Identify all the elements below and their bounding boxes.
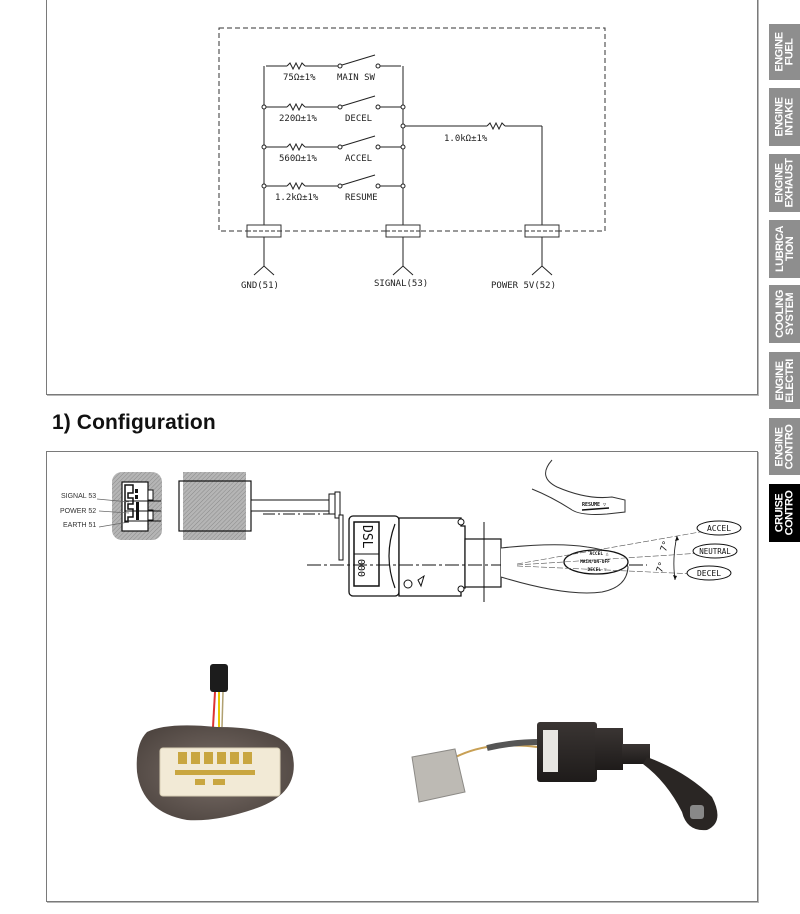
switch-branch: 1.2kΩ±1% RESUME (261, 174, 406, 203)
switch-blade (341, 174, 376, 186)
switch-contact (337, 144, 343, 150)
switch-contact (375, 183, 381, 189)
tab-label: COOLING SYSTEM (773, 290, 796, 338)
terminal-signal: SIGNAL(53) (374, 224, 428, 289)
switch-body-code: 000 (355, 559, 366, 577)
lever-label-decel: DECEL ▽ (588, 567, 607, 573)
angle-label-upper: 7° (659, 540, 672, 554)
junction-node (261, 183, 267, 189)
resistor-value-label: 220Ω±1% (279, 114, 318, 124)
resume-label: RESUME ▽ (582, 502, 606, 508)
switch-contact (375, 144, 381, 150)
tab-label: ENGINE CONTRO (773, 424, 796, 469)
resistor-value-label: 560Ω±1% (279, 154, 318, 164)
tab-label: ENGINE ELECTRI (773, 358, 796, 403)
tab-cooling-system[interactable]: COOLING SYSTEM (769, 285, 800, 343)
switch-contact (337, 183, 343, 189)
switch-contact (337, 104, 343, 110)
pin-label-signal: SIGNAL 53 (61, 493, 96, 500)
switch-assembly-photo (411, 722, 718, 831)
configuration-drawing: SIGNAL 53 POWER 52 EARTH 51 DSL 000 (60, 459, 742, 831)
junction-node (400, 183, 406, 189)
pin-label-power: POWER 52 (60, 508, 96, 515)
switch-branch: 220Ω±1% DECEL (261, 95, 406, 124)
switch-contact (375, 104, 381, 110)
configuration-panel: SIGNAL 53 POWER 52 EARTH 51 DSL 000 (46, 451, 758, 902)
switch-blade (341, 95, 376, 107)
tab-label: LUBRICA TION (773, 226, 796, 272)
tab-engine-fuel[interactable]: ENGINE FUEL (769, 24, 800, 80)
junction-node (400, 144, 406, 150)
lever-drawing (500, 520, 742, 594)
switch-contact (337, 63, 343, 69)
connector-side-view (178, 472, 341, 540)
switch-label: MAIN SW (337, 73, 376, 83)
terminal-gnd: GND(51) (241, 224, 282, 291)
resistor-value-label: 1.2kΩ±1% (275, 193, 319, 203)
pullup-resistor-label: 1.0kΩ±1% (444, 134, 488, 144)
resistor (286, 102, 306, 112)
pin-label-earth: EARTH 51 (63, 522, 96, 529)
resistor (286, 61, 306, 71)
junction-node (400, 104, 406, 110)
schematic-panel: 75Ω±1% MAIN SW 220Ω±1% DECEL 560Ω±1% ACCEL 1.2… (46, 0, 758, 395)
cruise-switch-schematic: 75Ω±1% MAIN SW 220Ω±1% DECEL 560Ω±1% ACCEL 1.2… (218, 27, 606, 291)
tab-engine-control[interactable]: ENGINE CONTRO (769, 418, 800, 475)
tab-label: ENGINE EXHAUST (773, 158, 796, 208)
angle-label-lower: 7° (655, 561, 668, 575)
tab-label: ENGINE INTAKE (773, 97, 796, 137)
switch-branch: 75Ω±1% MAIN SW (266, 54, 401, 83)
resistor (286, 181, 306, 191)
switch-blade (341, 54, 376, 66)
tab-lubrication[interactable]: LUBRICA TION (769, 220, 800, 278)
tab-cruise-control[interactable]: CRUISE CONTRO (769, 484, 800, 542)
position-accel: ACCEL (707, 524, 731, 533)
junction-node (261, 104, 267, 110)
terminal-power: POWER 5V(52) (491, 224, 560, 291)
connector-end-view (96, 472, 162, 540)
resume-part-drawing (531, 459, 626, 515)
terminal-signal-label: SIGNAL(53) (374, 279, 428, 289)
section-title: 1) Configuration (52, 411, 216, 434)
tab-engine-exhaust[interactable]: ENGINE EXHAUST (769, 154, 800, 212)
switch-label: ACCEL (345, 154, 372, 164)
terminal-gnd-label: GND(51) (241, 281, 279, 291)
connector-photo (136, 664, 294, 821)
lever-label-accel: ACCEL △ (590, 551, 609, 557)
junction-node (400, 123, 406, 129)
tab-label: CRUISE CONTRO (773, 490, 796, 536)
switch-body: DSL 000 (307, 514, 647, 602)
switch-label: DECEL (345, 114, 372, 124)
tab-label: ENGINE FUEL (773, 32, 796, 72)
pullup-resistor (486, 121, 506, 131)
junction-node (261, 144, 267, 150)
switch-contact (375, 63, 381, 69)
resistor-value-label: 75Ω±1% (283, 73, 316, 83)
switch-blade (341, 135, 376, 147)
position-decel: DECEL (697, 569, 721, 578)
tab-engine-intake[interactable]: ENGINE INTAKE (769, 88, 800, 146)
tab-engine-electrical[interactable]: ENGINE ELECTRI (769, 352, 800, 409)
switch-body-label: DSL (359, 525, 374, 549)
position-neutral: NEUTRAL (699, 547, 731, 556)
terminal-power-label: POWER 5V(52) (491, 281, 556, 291)
switch-label: RESUME (345, 193, 378, 203)
resistor (286, 142, 306, 152)
switch-enclosure (218, 27, 606, 232)
switch-branch: 560Ω±1% ACCEL (261, 135, 406, 164)
lever-label-main: MAIN/ON-OFF (580, 559, 610, 565)
